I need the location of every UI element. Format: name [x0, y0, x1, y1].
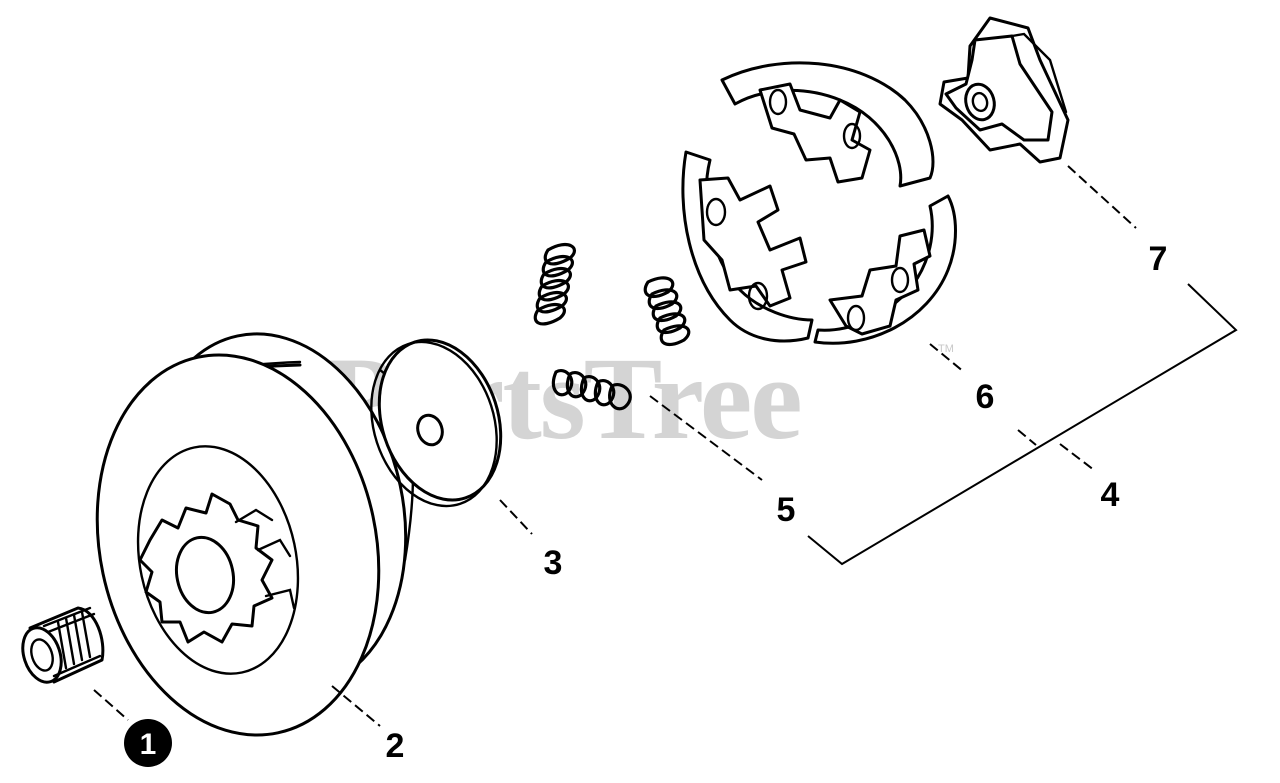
leader-3 — [499, 499, 533, 535]
part-number-4-label[interactable]: 4 — [1101, 476, 1120, 514]
part-number-5-label[interactable]: 5 — [777, 491, 796, 529]
clutch-hub[interactable] — [938, 16, 1070, 164]
part-number-2-label[interactable]: 2 — [386, 727, 405, 765]
leader-5 — [649, 395, 763, 481]
leader-2 — [331, 685, 381, 727]
part-number-7-label[interactable]: 7 — [1149, 240, 1168, 278]
part-number-1-label[interactable]: 1 — [140, 728, 157, 761]
leader-7 — [1067, 165, 1137, 229]
leader-1 — [93, 689, 129, 721]
part-number-3-label[interactable]: 3 — [544, 544, 563, 582]
clutch-shoe-left[interactable] — [681, 150, 814, 343]
leader-lines — [93, 165, 1238, 727]
spring-top[interactable] — [533, 243, 576, 326]
part-number-1[interactable]: 1 — [124, 719, 172, 767]
part-numbers: 1 2 3 4 5 6 7 — [124, 240, 1167, 767]
washer[interactable] — [351, 324, 521, 522]
leader-4 — [1059, 443, 1095, 471]
clutch-drum-sprocket[interactable] — [63, 309, 438, 761]
leader-6 — [929, 343, 965, 373]
spring-middle[interactable] — [643, 276, 691, 346]
clutch-shoe-top[interactable] — [720, 61, 935, 188]
spring-bottom[interactable] — [551, 369, 632, 411]
clutch-shoes[interactable] — [681, 61, 957, 345]
bracket-4 — [807, 283, 1238, 566]
part-number-6-label[interactable]: 6 — [976, 378, 995, 416]
leader-6b — [1017, 429, 1037, 446]
watermark-trademark: TM — [938, 343, 954, 355]
selected-badge — [124, 719, 172, 767]
needle-bearing[interactable] — [16, 606, 105, 687]
clutch-shoe-right[interactable] — [813, 194, 957, 345]
clutch-springs[interactable] — [533, 243, 691, 411]
